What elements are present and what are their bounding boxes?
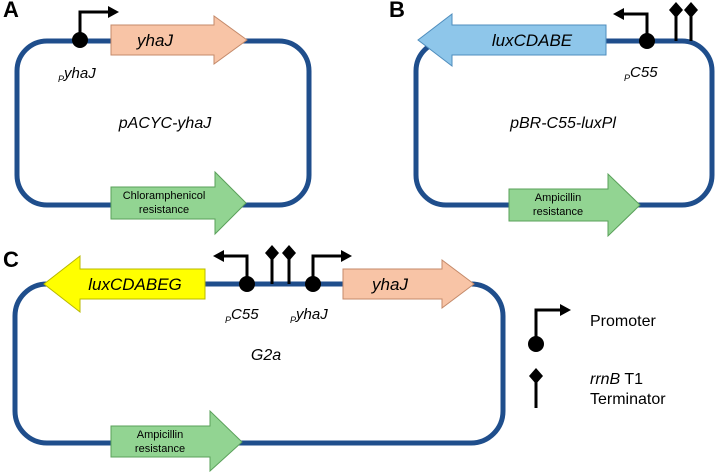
promoter-label-b: PC55 (624, 64, 658, 83)
gene-arrow-luxcdabeg-c (43, 254, 206, 314)
promoter-label-a-subscript: P (58, 74, 64, 84)
promoter-icon-a (72, 6, 119, 48)
marker-arrow-ampicillin-b (508, 172, 641, 238)
marker-arrow-ampicillin-c (110, 409, 243, 472)
panel-b: B luxCDABE PC55 pBR-C55-luxPl Ampicillin… (389, 0, 715, 238)
legend-terminator-gene: rrnB (590, 371, 621, 388)
legend-terminator-suffix: T1 (620, 371, 643, 388)
promoter-label-yhaj-c-name: yhaJ (295, 306, 328, 323)
panel-label-c: C (3, 247, 19, 272)
legend-promoter-icon (528, 304, 571, 352)
plasmid-name-a: pACYC-yhaJ (118, 115, 212, 132)
promoter-icon-c55-c (213, 250, 255, 292)
terminator-icon-c2 (282, 245, 296, 284)
plasmid-name-b: pBR-C55-luxPl (509, 115, 616, 132)
promoter-label-a-name: yhaJ (63, 65, 96, 82)
marker-label-c-line2: resistance (135, 443, 185, 455)
gene-arrow-yhaj-a (110, 15, 248, 65)
promoter-label-yhaj-c: PyhaJ (290, 306, 328, 325)
panel-c: C luxCDABEG PC55 PyhaJ (3, 245, 506, 472)
promoter-label-c55-c: PC55 (225, 306, 259, 325)
gene-arrow-luxcdabe-b (417, 12, 607, 68)
gene-label-luxcdabe-b: luxCDABE (492, 31, 573, 50)
promoter-icon-yhaj-c (305, 250, 352, 292)
legend-terminator-label-line2: Terminator (590, 391, 666, 408)
terminator-icon-b1 (669, 2, 683, 41)
promoter-icon-b (613, 8, 655, 49)
promoter-label-b-subscript: P (624, 73, 630, 83)
marker-label-a-line1: Chloramphenicol (123, 190, 206, 202)
promoter-label-a: PyhaJ (58, 65, 96, 84)
marker-label-c-line1: Ampicillin (137, 429, 183, 441)
legend: Promoter rrnB T1 Terminator (528, 304, 666, 408)
plasmid-name-c: G2a (251, 347, 281, 364)
gene-arrow-yhaj-c (342, 259, 475, 309)
plasmid-backbone-c (12, 281, 506, 446)
marker-label-b-line2: resistance (533, 206, 583, 218)
legend-promoter-label: Promoter (590, 313, 656, 330)
gene-label-yhaj-a: yhaJ (136, 31, 173, 50)
promoter-label-c55-c-subscript: P (225, 315, 231, 325)
terminator-icon-b2 (684, 2, 698, 41)
legend-terminator-label-line1: rrnB T1 (590, 371, 643, 388)
panel-a: A PyhaJ yhaJ pACYC-yhaJ Chloramphenicol … (3, 0, 312, 236)
gene-label-yhaj-c: yhaJ (371, 275, 408, 294)
marker-arrow-chloramphenicol-a (110, 170, 247, 236)
promoter-label-b-name: C55 (630, 64, 658, 81)
panel-label-b: B (389, 0, 405, 22)
marker-label-a-line2: resistance (139, 204, 189, 216)
promoter-label-c55-c-name: C55 (231, 306, 259, 323)
legend-terminator-icon (529, 368, 543, 408)
marker-label-b-line1: Ampicillin (535, 192, 581, 204)
promoter-label-yhaj-c-subscript: P (290, 315, 296, 325)
terminator-icon-c1 (265, 245, 279, 284)
panel-label-a: A (3, 0, 19, 22)
gene-label-luxcdabeg-c: luxCDABEG (88, 275, 182, 294)
